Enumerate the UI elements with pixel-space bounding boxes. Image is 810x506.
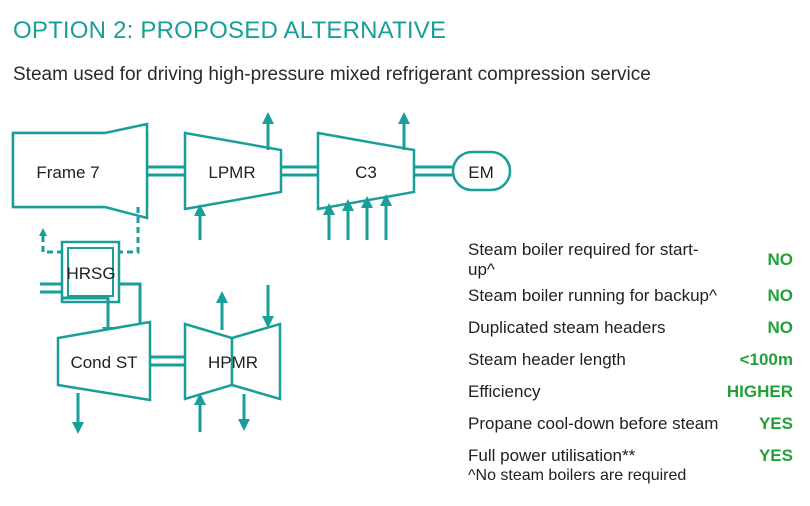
frame7-turbine: Frame 7 <box>11 122 149 220</box>
criteria-value: YES <box>758 446 793 465</box>
criteria-value: NO <box>767 250 794 269</box>
criteria-value: NO <box>767 286 794 305</box>
criteria-label: Steam header length <box>468 350 626 369</box>
shaft-lpmr-c3 <box>281 165 318 177</box>
cond-st-turbine: Cond ST <box>56 320 152 402</box>
shaft-condst-hpmr <box>150 355 185 367</box>
criteria-row: Propane cool-down before steam YES <box>468 408 793 440</box>
page-title: OPTION 2: PROPOSED ALTERNATIVE <box>13 17 447 44</box>
criteria-value: YES <box>758 414 793 433</box>
em-motor: EM <box>451 150 512 192</box>
criteria-row: Steam boiler required for start-up^ NO <box>468 240 793 280</box>
shaft-frame7-lpmr <box>147 165 185 177</box>
hpmr-compressor: HPMR <box>183 322 282 401</box>
shaft-c3-em <box>414 165 453 177</box>
hrsg-steam-line <box>119 282 146 339</box>
criteria-row: Full power utilisation** YES <box>468 440 793 472</box>
hrsg-steam-line-2 <box>62 296 114 339</box>
criteria-label: Duplicated steam headers <box>468 318 666 337</box>
criteria-value: NO <box>767 318 794 337</box>
criteria-label: Efficiency <box>468 382 541 401</box>
page-subtitle: Steam used for driving high-pressure mix… <box>13 64 651 85</box>
c3-label: C3 <box>355 163 377 182</box>
c3-compressor: C3 <box>316 131 416 211</box>
em-label: EM <box>468 163 494 182</box>
criteria-label: Steam boiler running for backup^ <box>468 286 717 305</box>
hpmr-label: HPMR <box>208 353 258 372</box>
lpmr-compressor: LPMR <box>183 131 283 211</box>
hrsg-unit: HRSG <box>60 240 121 304</box>
criteria-label: Full power utilisation** <box>468 446 636 465</box>
criteria-row: Efficiency HIGHER <box>468 376 793 408</box>
criteria-label: Steam boiler required for start-up^ <box>468 240 699 279</box>
hrsg-label: HRSG <box>66 264 115 283</box>
criteria-value: HIGHER <box>726 382 793 401</box>
criteria-row: Steam header length <100m <box>468 344 793 376</box>
criteria-value: <100m <box>739 350 793 369</box>
criteria-label: Propane cool-down before steam <box>468 414 719 433</box>
lpmr-label: LPMR <box>208 163 255 182</box>
frame7-label: Frame 7 <box>36 163 99 182</box>
criteria-row: Steam boiler running for backup^ NO <box>468 280 793 312</box>
footnote: ^No steam boilers are required <box>468 467 687 484</box>
criteria-row: Duplicated steam headers NO <box>468 312 793 344</box>
cond-st-label: Cond ST <box>70 353 137 372</box>
